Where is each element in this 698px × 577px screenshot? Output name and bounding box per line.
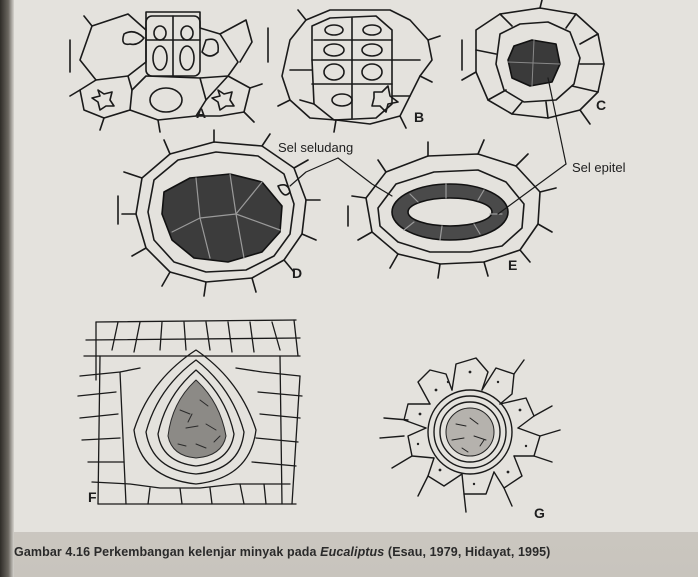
figure-caption: Gambar 4.16 Perkembangan kelenjar minyak… [14, 545, 694, 559]
panel-label-f: F [88, 489, 97, 505]
caption-suffix: (Esau, 1979, Hidayat, 1995) [384, 545, 550, 559]
annotation-epithelial-cell: Sel epitel [572, 160, 626, 175]
panel-label-e: E [508, 257, 517, 273]
panel-c-gland-cells [508, 40, 560, 86]
panel-a-drawing [70, 12, 262, 132]
panel-label-b: B [414, 109, 424, 125]
panel-label-c: C [596, 97, 606, 113]
panel-label-a: A [196, 105, 206, 121]
panel-label-g: G [534, 505, 545, 521]
annotation-sheath-cell: Sel seludang [278, 140, 353, 155]
panel-d-gland-cells [162, 174, 282, 262]
caption-genus: Eucaliptus [320, 545, 384, 559]
caption-prefix: Gambar 4.16 Perkembangan kelenjar minyak… [14, 545, 320, 559]
panel-label-d: D [292, 265, 302, 281]
panel-e-epithelial-ring [392, 184, 508, 240]
